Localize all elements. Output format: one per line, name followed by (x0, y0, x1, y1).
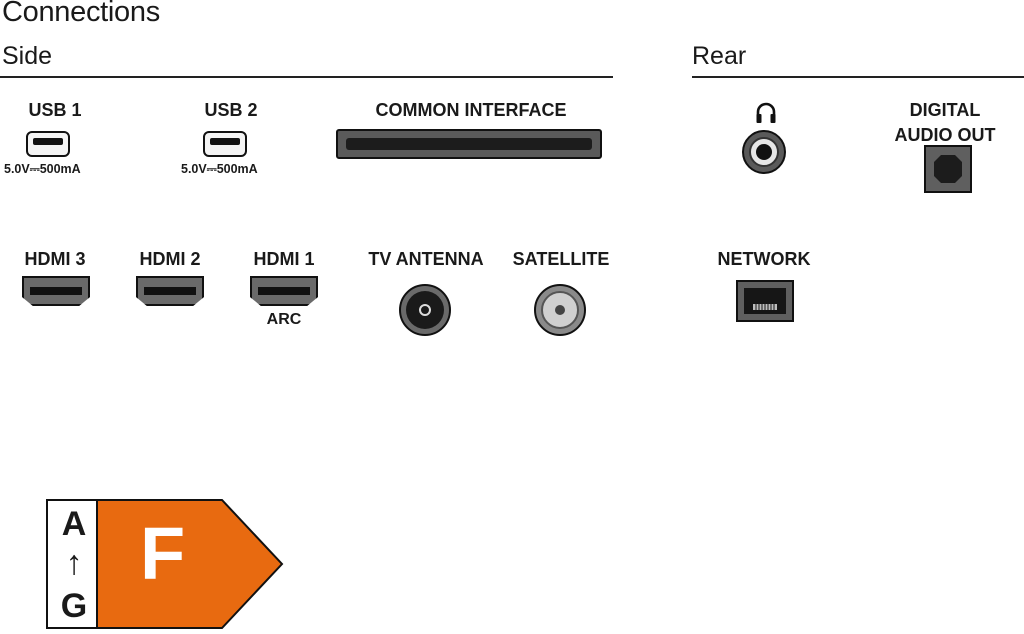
hdmi1-port-icon (250, 276, 318, 306)
network-label: NETWORK (717, 249, 811, 269)
usb2-port-icon (203, 131, 247, 157)
energy-scale-bottom: G (60, 587, 88, 625)
hdmi3-port-icon (22, 276, 90, 306)
hdmi1-arc-label: ARC (266, 311, 302, 328)
usb1-label: USB 1 (28, 100, 82, 120)
section-side-title: Side (2, 42, 53, 70)
hdmi3-label: HDMI 3 (24, 249, 86, 269)
digital-audio-out-label-line2: AUDIO OUT (894, 125, 996, 145)
hdmi2-port-icon (136, 276, 204, 306)
tv-antenna-label: TV ANTENNA (368, 249, 484, 269)
energy-scale-box: A ↑ G (46, 499, 98, 629)
usb2-label: USB 2 (204, 100, 258, 120)
tv-antenna-connector-icon (399, 284, 451, 336)
headphone-icon (754, 101, 778, 125)
section-rear-title: Rear (692, 42, 747, 70)
energy-rating-letter: F (140, 512, 186, 595)
usb1-rating: 5.0V⎓500mA (4, 162, 81, 176)
energy-rating-arrow: F (96, 499, 284, 629)
section-rear-divider (692, 76, 1024, 78)
energy-scale-arrow: ↑ (65, 544, 83, 582)
optical-port-icon (924, 145, 972, 193)
common-interface-slot-icon (336, 129, 602, 159)
usb1-port-icon (26, 131, 70, 157)
headphone-jack-icon (742, 130, 786, 174)
digital-audio-out-label-line1: DIGITAL (909, 100, 981, 120)
ethernet-port-icon (736, 280, 794, 322)
section-side-divider (0, 76, 613, 78)
common-interface-label: COMMON INTERFACE (375, 100, 567, 120)
satellite-connector-icon (534, 284, 586, 336)
satellite-label: SATELLITE (512, 249, 610, 269)
usb2-rating: 5.0V⎓500mA (181, 162, 258, 176)
energy-scale-top: A (61, 505, 87, 543)
hdmi1-label: HDMI 1 (253, 249, 315, 269)
page-title: Connections (2, 0, 160, 28)
hdmi2-label: HDMI 2 (139, 249, 201, 269)
